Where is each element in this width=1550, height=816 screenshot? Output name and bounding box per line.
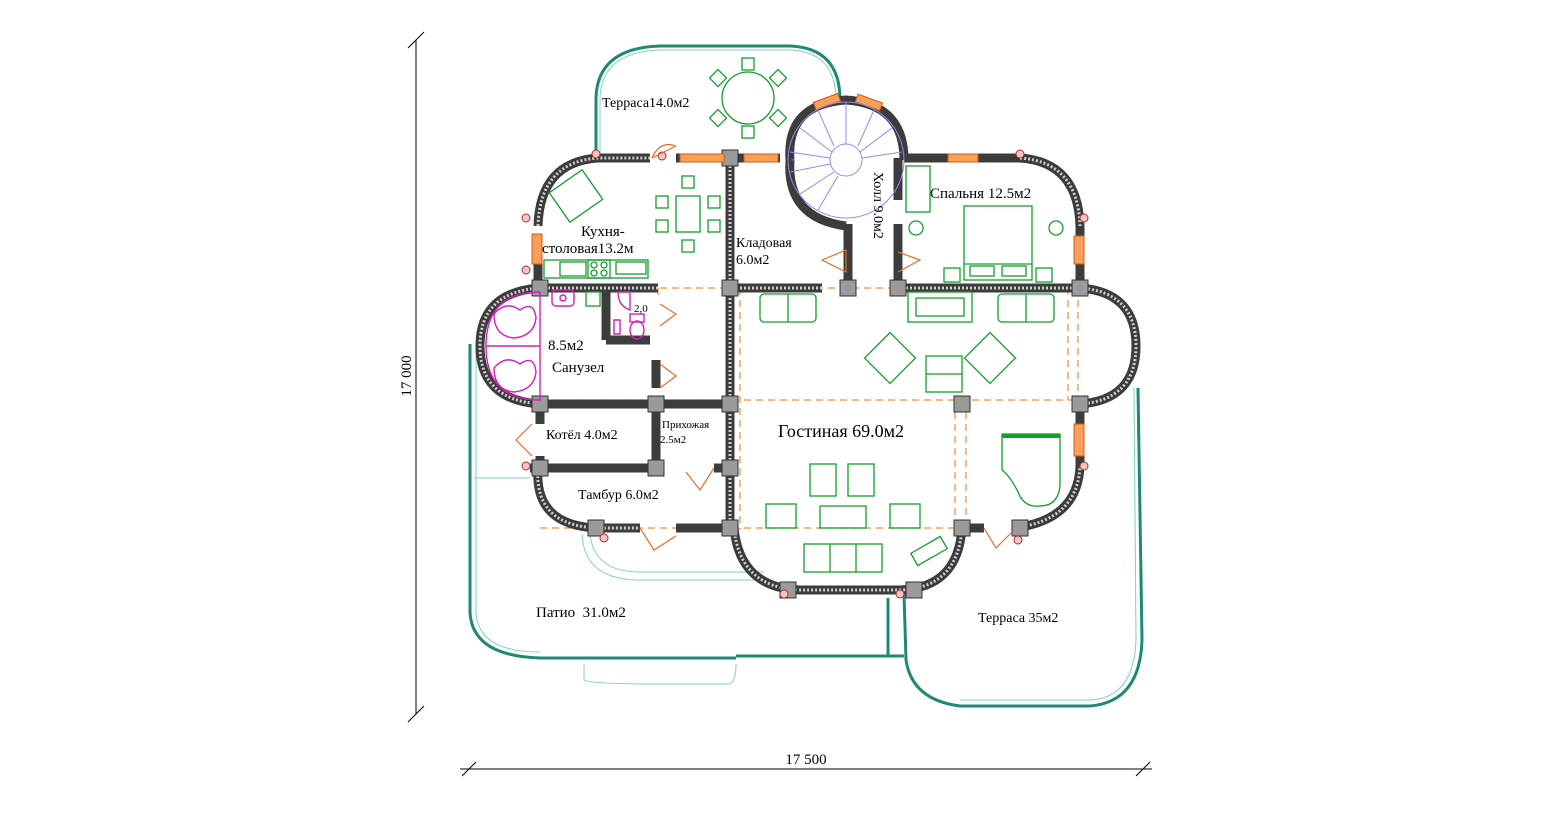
- label-bath-area: 8.5м2: [548, 338, 584, 354]
- label-terrace-top: Терраса14.0м2: [602, 96, 689, 111]
- label-wc: 2,0: [634, 303, 648, 315]
- label-kitchen-1: Кухня-: [581, 224, 625, 240]
- label-living: Гостиная 69.0м2: [778, 421, 904, 441]
- room-labels: Терраса14.0м2 Кухня- столовая13.2м Кладо…: [536, 96, 1058, 626]
- label-hall: Холл 9.0м2: [870, 172, 885, 239]
- label-boiler: Котёл 4.0м2: [546, 428, 618, 443]
- label-bath-name: Санузел: [552, 360, 605, 376]
- label-bedroom: Спальня 12.5м2: [930, 186, 1031, 202]
- windows: [531, 92, 1085, 457]
- furniture: [543, 57, 1064, 573]
- label-vestibule: Тамбур 6.0м2: [578, 488, 659, 503]
- dimension-width: 17 500: [785, 752, 826, 768]
- spiral-staircase: [787, 101, 905, 219]
- label-terrace-right: Терраса 35м2: [978, 611, 1058, 626]
- label-kitchen-2: столовая13.2м: [542, 241, 634, 257]
- doors: [515, 143, 1013, 551]
- terrace-outlines: [468, 44, 1144, 708]
- label-patio: Патио 31.0м2: [536, 605, 626, 621]
- terrace-posts: [521, 149, 1089, 599]
- label-entry-1: Прихожая: [662, 419, 709, 431]
- wall-junctions: [531, 149, 1089, 599]
- label-pantry-2: 6.0м2: [736, 253, 769, 268]
- dimension-lines: [407, 31, 1152, 777]
- sanitary-fixtures: [485, 289, 645, 401]
- label-pantry-1: Кладовая: [736, 236, 792, 251]
- dimension-height: 17 000: [399, 355, 415, 396]
- label-entry-2: 2.5м2: [660, 434, 686, 446]
